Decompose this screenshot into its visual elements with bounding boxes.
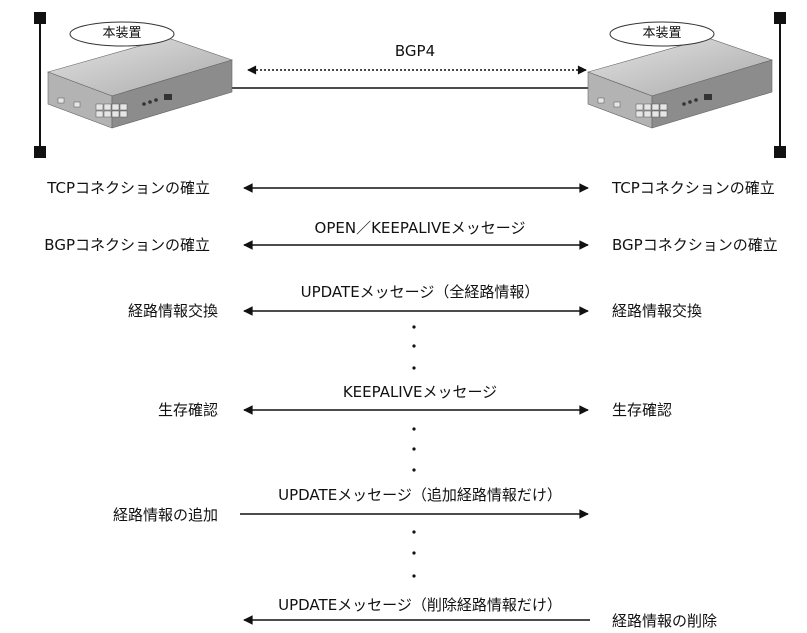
left-state-bgp: BGPコネクションの確立 (44, 236, 210, 254)
left-device-label: 本装置 (102, 26, 142, 41)
left-network-segment (34, 12, 46, 158)
message-update-added: UPDATEメッセージ（追加経路情報だけ） (278, 486, 562, 504)
right-device-label-bubble (609, 21, 715, 47)
message-update-deleted: UPDATEメッセージ（削除経路情報だけ） (278, 596, 562, 614)
left-state-route-exchange: 経路情報交換 (127, 302, 218, 320)
left-state-liveness: 生存確認 (157, 401, 218, 419)
right-segment-top-terminator (774, 12, 786, 24)
left-state-tcp: TCPコネクションの確立 (47, 179, 210, 197)
bgp4-link-label: BGP4 (394, 42, 436, 60)
right-router-device (587, 37, 773, 129)
right-state-route-exchange: 経路情報交換 (612, 302, 703, 320)
message-keepalive: KEEPALIVEメッセージ (342, 383, 498, 401)
left-router-device (47, 37, 233, 129)
left-segment-top-terminator (34, 12, 46, 24)
continuation-dots (412, 325, 416, 578)
left-state-route-add: 経路情報の追加 (112, 506, 218, 524)
message-open-keepalive: OPEN／KEEPALIVEメッセージ (314, 219, 526, 237)
right-state-liveness: 生存確認 (612, 401, 673, 419)
right-segment-bottom-terminator (774, 146, 786, 158)
right-state-tcp: TCPコネクションの確立 (612, 179, 775, 197)
message-update-full: UPDATEメッセージ（全経路情報） (300, 283, 540, 301)
right-state-bgp: BGPコネクションの確立 (612, 236, 778, 254)
right-state-route-delete: 経路情報の削除 (612, 612, 718, 630)
right-device-label: 本装置 (642, 26, 682, 41)
left-segment-bottom-terminator (34, 146, 46, 158)
left-device-label-bubble (69, 21, 175, 47)
right-network-segment (774, 12, 786, 158)
